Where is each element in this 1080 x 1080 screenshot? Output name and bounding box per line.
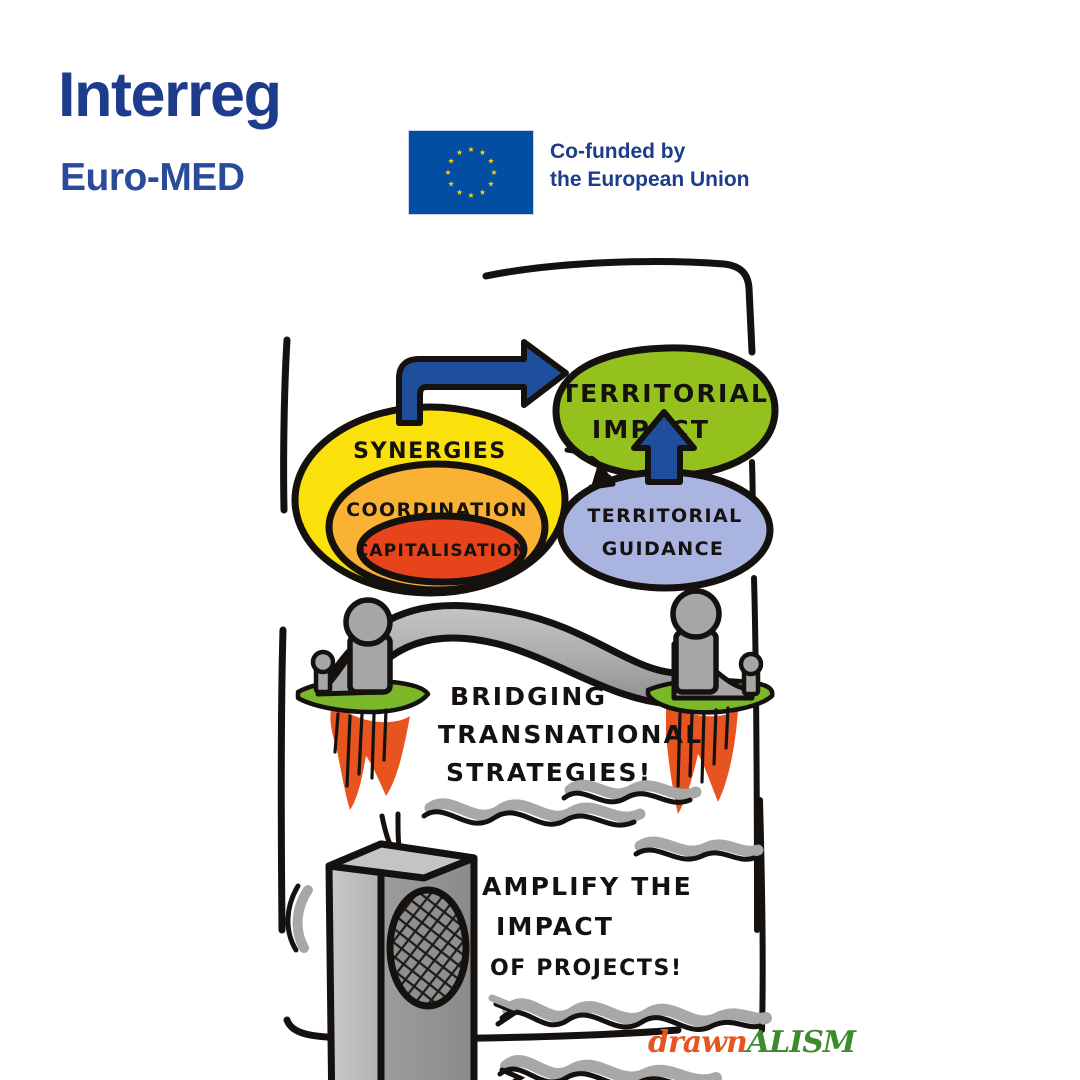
- speaker-caption-line-1: AMPLIFY THE: [482, 872, 693, 901]
- arrow-dashed-synergies-to-guidance: [564, 447, 616, 490]
- eu-funding-line-2: the European Union: [550, 167, 750, 191]
- node-territorial-guidance: TERRITORIAL GUIDANCE: [556, 468, 774, 592]
- speaker-top: [325, 840, 478, 882]
- interreg-logo-lockup: Interreg Euro-MED Co-funded by the Europ…: [58, 60, 758, 215]
- figure-right-body: [673, 629, 719, 695]
- sketchnote-illustration: SYNERGIES COORDINATION CAPITALISATION TE…: [0, 230, 1080, 1080]
- figure-right-head: [670, 588, 722, 640]
- eu-funding-text: Co-funded by the European Union: [550, 138, 750, 193]
- frame-right-tall-stroke: [757, 797, 766, 1033]
- cliff-left-rock: [330, 702, 410, 810]
- interreg-wordmark: Interreg: [58, 60, 282, 130]
- arrow-guidance-to-impact: [631, 409, 697, 485]
- figure-right: [670, 588, 764, 701]
- bridge-caption-line-2: TRANSNATIONAL: [438, 720, 703, 749]
- bridge-scene: BRIDGING TRANSNATIONAL STRATEGIES!: [295, 588, 775, 814]
- bridge-caption-line-1: BRIDGING: [450, 682, 607, 711]
- ellipse-label-coordination: COORDINATION: [346, 499, 528, 521]
- ellipse-label-synergies: SYNERGIES: [353, 439, 507, 464]
- frame-left-lower-stroke: [277, 626, 287, 934]
- figure-left-post: [310, 649, 336, 695]
- speaker-grille-large: [386, 886, 470, 1010]
- guidance-label-line-2: GUIDANCE: [602, 538, 725, 560]
- figure-left: [310, 597, 393, 697]
- nested-ellipse-group: SYNERGIES COORDINATION CAPITALISATION: [291, 403, 569, 597]
- ellipse-capitalisation: [356, 512, 528, 586]
- bridge-caption-line-3: STRATEGIES!: [446, 758, 652, 787]
- sound-waves-side: [285, 883, 313, 953]
- impact-label-line-1: TERRITORIAL: [561, 379, 769, 408]
- signature-part-a: drawn: [648, 1025, 748, 1060]
- euro-med-wordmark: Euro-MED: [60, 156, 245, 199]
- speaker-caption-line-3: OF PROJECTS!: [490, 956, 683, 981]
- speaker-side: [325, 840, 385, 1080]
- cliff-left: [295, 677, 431, 810]
- figure-right-post: [738, 651, 764, 697]
- eu-flag-icon: [408, 130, 534, 215]
- sound-waves-upper: [379, 779, 764, 862]
- speaker-caption: AMPLIFY THE IMPACT OF PROJECTS!: [482, 872, 693, 981]
- arrow-synergies-to-impact: [396, 339, 569, 426]
- ellipse-label-capitalisation: CAPITALISATION: [356, 541, 529, 561]
- speaker-caption-line-2: IMPACT: [496, 912, 614, 941]
- frame-left-upper-stroke: [280, 336, 291, 514]
- signature-part-b: ALISM: [746, 1025, 856, 1060]
- guidance-label-line-1: TERRITORIAL: [587, 505, 742, 527]
- sound-waves-lower: [488, 994, 772, 1080]
- speaker-illustration: [325, 840, 478, 1080]
- figure-left-head: [343, 597, 393, 647]
- eu-funding-line-1: Co-funded by: [550, 140, 686, 163]
- drawnalism-signature: drawnALISM: [648, 1025, 856, 1060]
- frame-top-stroke: [482, 258, 756, 356]
- frame-right-lower-stroke: [751, 575, 760, 933]
